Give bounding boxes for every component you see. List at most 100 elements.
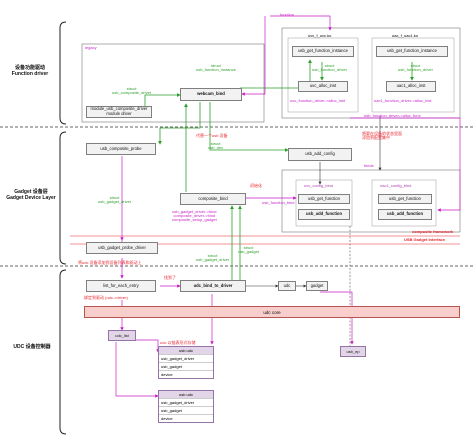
usb-add-config-node[interactable]: usb_add_config	[288, 148, 352, 161]
gadget-label: gadget	[310, 282, 324, 288]
usb-gadget-interface-label: USB Gadget Interface	[404, 237, 446, 242]
edge-function-top	[270, 15, 332, 31]
edge-label-uac-func-driver: uac1_function_driver->alloc_inst	[374, 98, 432, 103]
usb-udc-a-field-1: usb_gadget	[159, 362, 213, 370]
udc-bind-to-driver-label: udc_bind_to_driver	[193, 282, 233, 288]
brace-udc	[59, 269, 67, 435]
uac1-config-bind-title: uac1_config_bind	[380, 183, 412, 188]
udc-core-label: udc core	[263, 309, 281, 315]
usb-add-function-uac[interactable]: usb_add_function	[378, 209, 432, 220]
usb-composite-probe-label: usb_composite_probe	[100, 145, 142, 151]
usb-add-config-label: usb_add_config	[305, 151, 335, 157]
edge-module-webcam	[144, 93, 181, 110]
composite-bind-label: composite_bind	[198, 195, 228, 201]
gadget-node[interactable]: gadget	[306, 281, 328, 291]
uvc-alloc-inst-node[interactable]: uvc_alloc_inst	[298, 81, 348, 92]
edge-webcam-addconfig	[209, 102, 289, 152]
usb-ep-label: usb_ep	[346, 349, 360, 354]
usb-add-function-uvc-label: usb_add_function	[305, 211, 343, 217]
binds-label: binds	[364, 163, 374, 168]
usb-udc-b[interactable]: usb udc usb_gadget_driver usb_gadget dev…	[158, 390, 214, 423]
edge-label-udc-list-note: 将udc 设备添加到设备列表和驱动上	[78, 260, 142, 265]
usb-udc-b-title: usb udc	[159, 391, 213, 398]
usb-add-function-uac-label: usb_add_function	[386, 211, 424, 217]
module-usb-composite-driver[interactable]: module_usb_composite_driver module drive…	[86, 106, 152, 118]
edge-label-struct-function-driver-1: struct usb_function_driver	[312, 63, 347, 73]
usb-udc-a-title: usb udc	[159, 347, 213, 354]
edge-label-usb-function-driver-alloc: usb_function_driver->alloc_func	[364, 113, 421, 118]
legacy-frame	[81, 43, 265, 123]
edge-gadget-to-usbep	[320, 291, 354, 345]
usb-ep-node[interactable]: usb_ep	[340, 346, 366, 357]
webcam-bind-node[interactable]: webcam_bind	[180, 88, 242, 101]
edge-label-found: 找到了	[164, 275, 176, 280]
edge-webcam-probe	[158, 102, 201, 145]
layer-function-driver-label: 设备功能驱动 Function driver	[11, 65, 49, 77]
usb-udc-b-field-0: usb_gadget_driver	[159, 398, 213, 406]
edge-label-struct-usb-gadget: struct usb_gadget	[238, 245, 259, 255]
composite-bind-node[interactable]: composite_bind	[180, 193, 246, 205]
module-usb-composite-driver-label: module_usb_composite_driver module drive…	[90, 106, 148, 116]
edge-label-struct-gadget-driver-2: struct usb_gadget_driver	[196, 253, 230, 263]
function-frame	[281, 27, 461, 119]
edge-label-struct-function-driver-2: struct usb_function_driver	[398, 63, 433, 73]
usb-gadget-probe-driver-node[interactable]: usb_gadget_probe_driver	[86, 242, 158, 254]
udc-list-node[interactable]: udc_list	[108, 330, 136, 341]
usb-add-function-uvc[interactable]: usb_add_function	[298, 209, 350, 220]
uvc-frame	[287, 37, 359, 113]
layer-gadget-label: Gadget 设备层 Gadget Device Layer	[6, 189, 56, 201]
usb-udc-a-field-2: device	[159, 370, 213, 378]
legacy-label: legacy	[85, 45, 97, 50]
udc-list-label: udc_list	[115, 333, 129, 338]
usb-get-function-instance-uvc-label: usb_get_function_instance	[298, 48, 348, 54]
list-for-each-entry-node[interactable]: list_for_each_entry	[86, 280, 156, 292]
edge-label-uvc-func-driver: uvc_function_driver->alloc_inst	[290, 98, 346, 103]
edge-label-struct-function-instance: struct usb_function_instance	[196, 63, 236, 73]
edge-label-bind-driver: 绑定到驱动 (udc->driver)	[84, 295, 128, 300]
usb-udc-b-field-2: device	[159, 414, 213, 422]
edge-legacy-webcam	[241, 16, 266, 96]
udc-label: udc	[283, 282, 291, 288]
composite-framework-label: composite framework	[412, 229, 454, 234]
edge-label-struct-composite-driver: struct usb_composite_driver	[112, 86, 152, 96]
edge-webcam-instance	[240, 59, 312, 89]
usb-udc-a[interactable]: usb udc usb_gadget_driver usb_gadget dev…	[158, 346, 214, 379]
uvc-ko-title: uvc_f_uvc.ko	[308, 33, 332, 38]
uac1-alloc-inst-node[interactable]: uac1_alloc_inst	[386, 81, 436, 92]
edge-udc-list-to-udca	[122, 339, 160, 353]
edge-label-init: 初始化	[250, 183, 262, 188]
usb-get-function-uvc-label: usb_get_function	[308, 195, 340, 201]
edge-label-usb-function-bind: usb_function_bind	[262, 200, 295, 205]
udc-node[interactable]: udc	[278, 281, 296, 291]
edge-function-driver-alloc	[350, 117, 461, 212]
udc-core-bar[interactable]: udc core	[84, 306, 460, 318]
layer-gadget: Gadget 设备层 Gadget Device Layer	[3, 189, 59, 202]
uac-ko-title: uac_f_uac1.ko	[392, 33, 419, 38]
usb-get-function-instance-uvc[interactable]: usb_get_function_instance	[292, 46, 354, 57]
layer-udc: UDC 设备控制器	[8, 344, 56, 351]
usb-get-function-instance-uac[interactable]: usb_get_function_instance	[376, 46, 448, 57]
uvc-alloc-inst-label: uvc_alloc_inst	[309, 83, 337, 89]
usb-composite-probe-node[interactable]: usb_composite_probe	[86, 143, 156, 155]
list-for-each-entry-label: list_for_each_entry	[103, 282, 139, 288]
uac-frame	[371, 37, 455, 113]
uvc-config-bind-title: uvc_config_bind	[304, 183, 333, 188]
usb-get-function-uac[interactable]: usb_get_function	[378, 194, 432, 204]
usb-udc-a-field-0: usb_gadget_driver	[159, 354, 213, 362]
function-top-label: function	[280, 12, 295, 17]
brace-function-driver	[59, 21, 67, 125]
edge-label-struct-gadget-driver: struct usb_gadget_driver	[98, 195, 132, 205]
edge-label-config-note: 将要在设备的状态里面 添加到配置集中	[362, 131, 402, 141]
usb-udc-b-field-1: usb_gadget	[159, 406, 213, 414]
edge-udc-list-to-udcb	[115, 342, 159, 398]
udc-bind-to-driver-node[interactable]: udc_bind_to_driver	[180, 280, 246, 292]
usb-gadget-probe-driver-label: usb_gadget_probe_driver	[98, 244, 146, 250]
uac1-alloc-inst-label: uac1_alloc_inst	[396, 83, 426, 89]
edge-label-list-add: udc 以链表形式存储	[160, 340, 196, 345]
uac-bind-frame	[371, 179, 437, 227]
layer-udc-label: UDC 设备控制器	[13, 344, 51, 350]
webcam-bind-label: webcam_bind	[197, 91, 225, 97]
edge-label-gadget-calls: usb_gadget_driver->bind composite_driver…	[172, 209, 217, 223]
usb-get-function-uvc[interactable]: usb_get_function	[298, 194, 350, 204]
